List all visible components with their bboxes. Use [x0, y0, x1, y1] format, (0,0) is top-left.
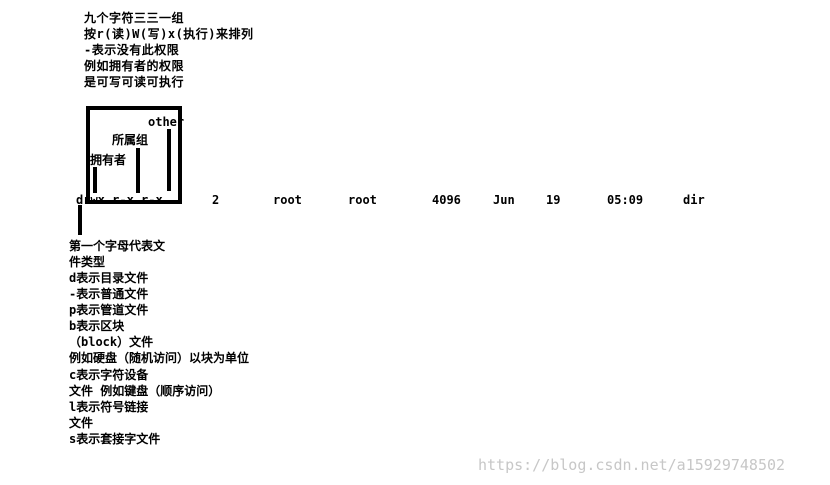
other-pointer — [167, 129, 171, 191]
listing-month: Jun — [493, 193, 515, 207]
type-note-1: 第一个字母代表文 — [69, 239, 166, 253]
note-line-1: 九个字符三三一组 — [84, 11, 185, 25]
listing-size: 4096 — [432, 193, 461, 207]
listing-permissions: drwx r-x r-x. — [76, 193, 170, 207]
owner-pointer — [93, 167, 97, 193]
listing-group: root — [348, 193, 377, 207]
group-label: 所属组 — [112, 133, 149, 147]
type-note-11: l表示符号链接 — [69, 400, 149, 414]
other-label: other — [148, 115, 185, 129]
type-note-4: -表示普通文件 — [69, 287, 149, 301]
note-line-3: -表示没有此权限 — [84, 43, 180, 57]
note-line-4: 例如拥有者的权限 — [84, 59, 185, 73]
type-note-5: p表示管道文件 — [69, 303, 149, 317]
type-note-2: 件类型 — [69, 255, 106, 269]
listing-day: 19 — [546, 193, 561, 207]
type-note-3: d表示目录文件 — [69, 271, 149, 285]
note-line-5: 是可写可读可执行 — [84, 75, 185, 89]
note-line-2: 按r(读)W(写)x(执行)来排列 — [84, 27, 254, 41]
listing-user: root — [273, 193, 302, 207]
listing-time: 05:09 — [607, 193, 644, 207]
type-note-13: s表示套接字文件 — [69, 432, 161, 446]
listing-name: dir — [683, 193, 705, 207]
owner-label: 拥有者 — [90, 153, 127, 167]
permission-box — [86, 106, 182, 204]
listing-links: 2 — [212, 193, 220, 207]
type-note-12: 文件 — [69, 416, 94, 430]
group-pointer — [136, 148, 140, 193]
type-note-10: 文件 例如键盘（顺序访问） — [69, 384, 221, 398]
watermark: https://blog.csdn.net/a15929748502 — [478, 456, 786, 474]
type-note-8: 例如硬盘（随机访问）以块为单位 — [69, 351, 250, 365]
type-note-7: （block）文件 — [69, 335, 154, 349]
type-note-9: c表示字符设备 — [69, 368, 149, 382]
type-pointer — [78, 205, 82, 235]
type-note-6: b表示区块 — [69, 319, 125, 333]
